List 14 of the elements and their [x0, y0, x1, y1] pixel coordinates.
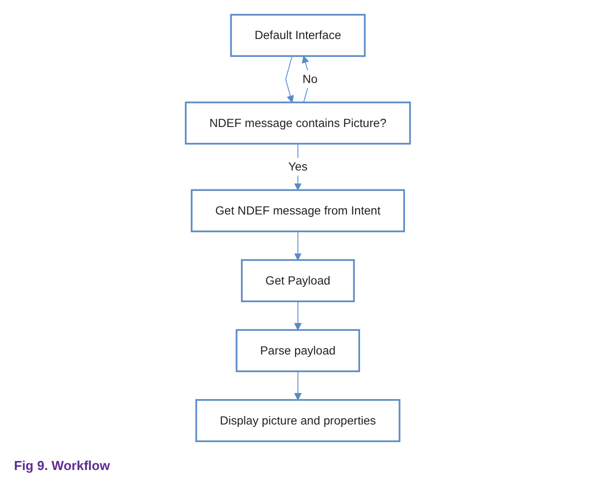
arrow	[294, 370, 302, 400]
arrow	[294, 300, 302, 330]
arrow	[294, 230, 302, 260]
edge-label: No	[302, 72, 318, 86]
figure-caption: Fig 9. Workflow	[14, 458, 110, 473]
node-box: Get NDEF message from Intent	[190, 189, 405, 232]
node-box: Get Payload	[240, 259, 354, 302]
edge-label: Yes	[288, 160, 308, 174]
node-box: NDEF message contains Picture?	[184, 102, 410, 145]
node-box: Parse payload	[235, 329, 360, 372]
node-box: Display picture and properties	[195, 399, 400, 442]
arrow	[284, 56, 294, 103]
node-box: Default Interface	[230, 14, 366, 57]
arrow	[294, 143, 302, 190]
